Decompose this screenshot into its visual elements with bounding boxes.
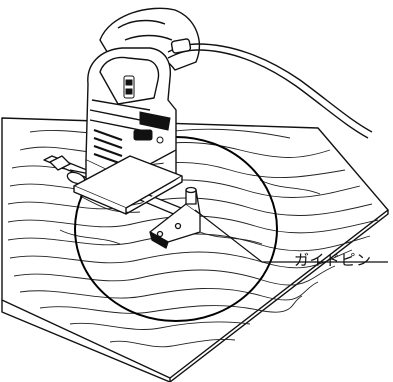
- guide-pin-label: ガイドピン: [294, 249, 372, 270]
